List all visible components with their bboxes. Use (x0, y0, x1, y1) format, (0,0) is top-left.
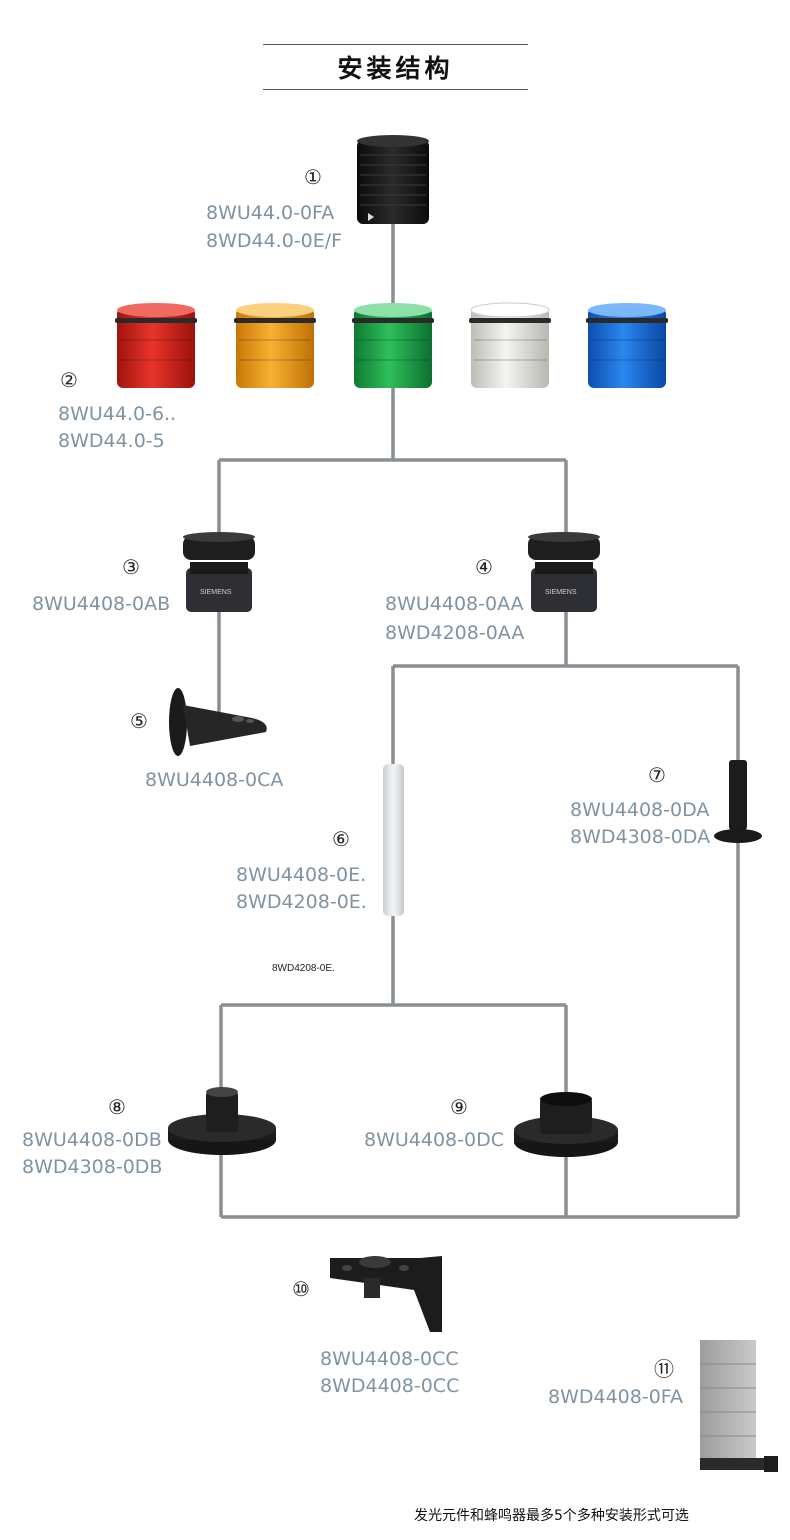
part-number: 8WD4208-0E. (236, 891, 367, 913)
part-number: 8WD4308-0DA (570, 826, 711, 848)
item-number: ⑦ (648, 763, 666, 787)
brand-label-right: SIEMENS (545, 589, 577, 596)
item-number: ⑩ (292, 1277, 310, 1301)
tube-with-base (714, 760, 762, 843)
item-number: ⑤ (130, 709, 148, 733)
connection-element-left (183, 532, 255, 612)
light-module-orange (234, 303, 316, 388)
part-number: 8WU44.0-6.. (58, 403, 177, 425)
part-number: 8WU44.0-0FA (206, 202, 335, 224)
part-number: 8WU4408-0AA (385, 593, 524, 615)
part-number: 8WU4408-0DA (570, 799, 710, 821)
base-flange-9 (514, 1092, 618, 1157)
part-number: 8WD4408-0CC (320, 1375, 460, 1397)
page-title: 安装结构 (337, 54, 454, 83)
part-number: 8WD4208-0AA (385, 622, 525, 644)
brand-label-left: SIEMENS (200, 589, 232, 596)
part-number: 8WU4408-0AB (32, 593, 171, 615)
part-number: 8WU4408-0DC (364, 1129, 504, 1151)
item-number: ⑥ (332, 827, 350, 851)
item-number: ⑪ (654, 1357, 674, 1381)
note-text: 8WD4208-0E. (272, 963, 335, 974)
buzzer-module (357, 135, 429, 224)
part-number: 8WU4408-0CC (320, 1348, 459, 1370)
connection-element-right (528, 532, 600, 612)
part-number: 8WD44.0-5 (58, 430, 165, 452)
item-number: ⑧ (108, 1095, 126, 1119)
wall-bracket-left (169, 688, 267, 756)
light-module-green (352, 303, 434, 388)
part-number: 8WU4408-0CA (145, 769, 284, 791)
title-box: 安装结构 (263, 44, 528, 90)
item-number: ⑨ (450, 1095, 468, 1119)
light-module-red (115, 303, 197, 388)
light-module-white (469, 302, 551, 388)
part-number: 8WU4408-0E. (236, 864, 367, 886)
angle-bracket (330, 1256, 442, 1332)
light-module-blue (586, 303, 668, 388)
item-number: ③ (122, 555, 140, 579)
light-module-ribs (120, 339, 663, 361)
item-number: ① (304, 165, 322, 189)
footer-note: 发光元件和蜂鸣器最多5个多种安装形式可选 (414, 1508, 689, 1524)
part-number: 8WD44.0-0E/F (206, 230, 343, 252)
base-flange-8 (168, 1087, 276, 1155)
part-number: 8WD4408-0FA (548, 1386, 683, 1408)
protective-panel (700, 1340, 778, 1472)
part-number: 8WD4308-0DB (22, 1156, 163, 1178)
item-number: ② (60, 368, 78, 392)
extension-tube (383, 764, 404, 916)
item-number: ④ (475, 555, 493, 579)
part-number: 8WU4408-0DB (22, 1129, 162, 1151)
